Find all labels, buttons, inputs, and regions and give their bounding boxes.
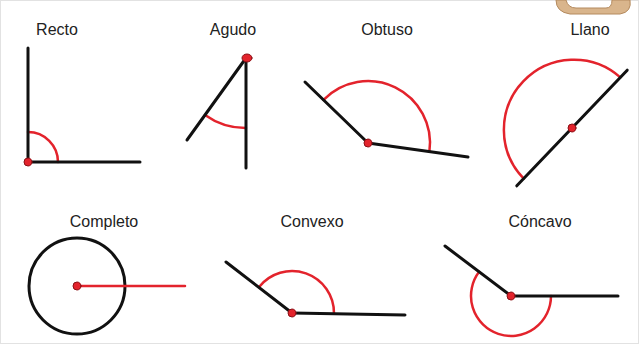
- angle-label: Recto: [36, 20, 78, 39]
- obtuse-angle: [305, 81, 468, 157]
- full-angle: [29, 238, 185, 334]
- acute-angle: [187, 54, 252, 168]
- angle-label: Completo: [70, 212, 138, 231]
- concave-angle: [445, 246, 618, 336]
- angle-label: Convexo: [280, 212, 343, 231]
- corner-figure: [556, 0, 630, 14]
- angle-label: Llano: [570, 20, 609, 39]
- angle-label: Agudo: [210, 20, 256, 39]
- angle-label: Obtuso: [361, 20, 413, 39]
- angle-label: Cóncavo: [508, 212, 571, 231]
- straight-angle: [504, 60, 627, 186]
- right-angle: [24, 48, 140, 166]
- convex-angle: [226, 262, 405, 317]
